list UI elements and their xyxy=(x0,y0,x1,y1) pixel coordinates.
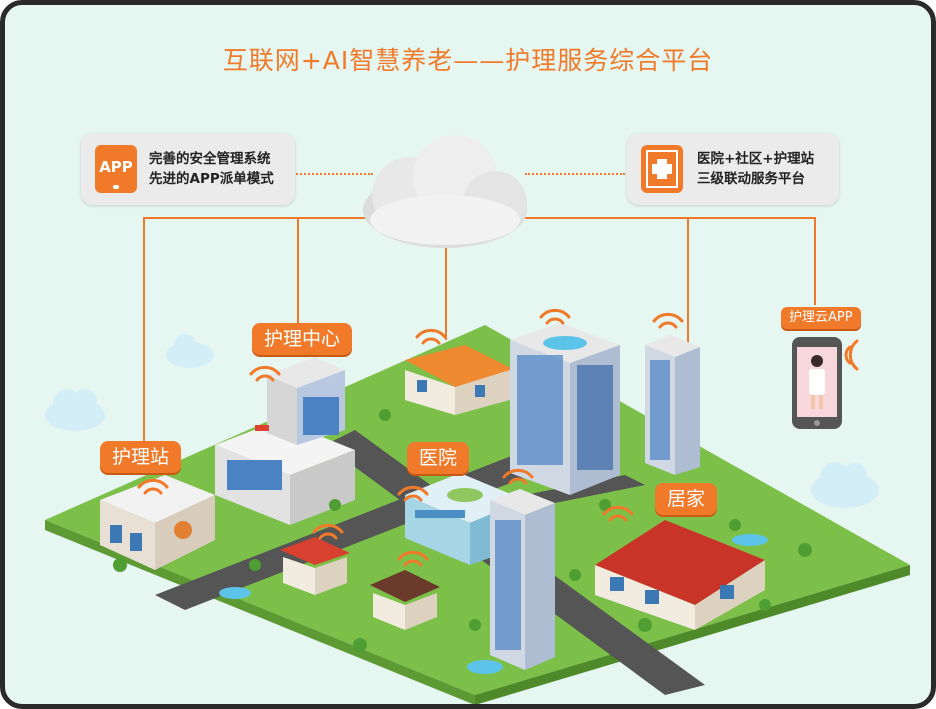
tower-building xyxy=(490,489,555,670)
linkage-card-line1: 医院+社区+护理站 xyxy=(697,151,815,167)
linkage-card-line2: 三级联动服务平台 xyxy=(697,171,805,187)
wifi-icon xyxy=(137,308,859,567)
home-house xyxy=(595,520,765,630)
dotted-link xyxy=(293,173,373,175)
tower-building xyxy=(510,323,620,495)
tag-cloud-app: 护理云APP xyxy=(781,307,861,329)
connector-line xyxy=(143,217,368,219)
diagram-title: 互联网+AI智慧养老——护理服务综合平台 xyxy=(222,46,714,75)
tag-nursing-center: 护理中心 xyxy=(252,323,353,355)
orange-roof-house xyxy=(405,345,515,415)
connector-line xyxy=(814,217,816,305)
connector-line xyxy=(297,217,299,327)
app-card-line1: 完善的安全管理系统 xyxy=(149,151,271,167)
brown-roof-house xyxy=(370,570,440,630)
feature-card-linkage: 医院+社区+护理站 三级联动服务平台 xyxy=(627,133,839,205)
hospital-cross-icon xyxy=(641,145,683,193)
tower-building xyxy=(645,335,700,475)
cloud-icon xyxy=(363,135,527,248)
app-card-line2: 先进的APP派单模式 xyxy=(149,171,274,187)
nursing-station-building xyxy=(100,475,215,570)
smart-city-illustration xyxy=(45,135,910,704)
app-phone-icon: APP xyxy=(95,145,137,193)
connector-line xyxy=(143,217,145,457)
nursing-center-building xyxy=(215,357,355,525)
tag-nursing-station: 护理站 xyxy=(100,441,182,473)
connector-line xyxy=(445,245,447,340)
small-cloud-icon xyxy=(45,334,879,508)
red-roof-house xyxy=(280,537,350,595)
road xyxy=(155,435,595,610)
app-icon-label: APP xyxy=(99,158,133,176)
tag-hospital: 医院 xyxy=(407,442,470,474)
feature-card-app: APP 完善的安全管理系统 先进的APP派单模式 xyxy=(81,133,295,205)
phone-app-icon xyxy=(792,337,842,429)
tag-home: 居家 xyxy=(655,483,718,515)
tree xyxy=(113,409,812,652)
connector-line xyxy=(525,217,815,219)
dotted-link xyxy=(525,173,625,175)
